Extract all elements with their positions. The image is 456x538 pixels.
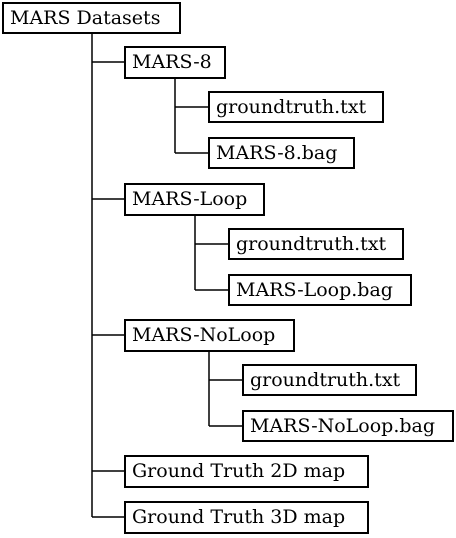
file-node-mars-8-bag: MARS-8.bag [208, 137, 355, 169]
file-node-mars-loop-bag: MARS-Loop.bag [228, 274, 412, 306]
file-node-mars-noloop-bag: MARS-NoLoop.bag [242, 410, 454, 442]
map-node-3d: Ground Truth 3D map [124, 501, 369, 534]
file-node-label: MARS-NoLoop.bag [250, 415, 435, 437]
group-node-mars-8: MARS-8 [124, 46, 226, 79]
file-node-label: groundtruth.txt [236, 233, 387, 255]
tree-connectors [91, 33, 243, 518]
root-node-label: MARS Datasets [10, 7, 160, 29]
file-node-label: groundtruth.txt [216, 96, 367, 118]
file-node-label: MARS-Loop.bag [236, 279, 393, 301]
root-node: MARS Datasets [2, 2, 181, 34]
map-node-label: Ground Truth 3D map [132, 506, 345, 528]
file-node-label: groundtruth.txt [250, 369, 401, 391]
file-node-mars-noloop-groundtruth: groundtruth.txt [242, 364, 417, 396]
group-node-mars-noloop: MARS-NoLoop [124, 319, 295, 352]
file-node-mars-loop-groundtruth: groundtruth.txt [228, 228, 404, 260]
map-node-2d: Ground Truth 2D map [124, 455, 369, 488]
group-node-label: MARS-NoLoop [132, 324, 275, 346]
group-node-label: MARS-Loop [132, 188, 247, 210]
file-node-mars-8-groundtruth: groundtruth.txt [208, 91, 384, 123]
group-node-label: MARS-8 [132, 51, 212, 73]
group-node-mars-loop: MARS-Loop [124, 183, 265, 216]
file-node-label: MARS-8.bag [216, 142, 337, 164]
map-node-label: Ground Truth 2D map [132, 460, 345, 482]
